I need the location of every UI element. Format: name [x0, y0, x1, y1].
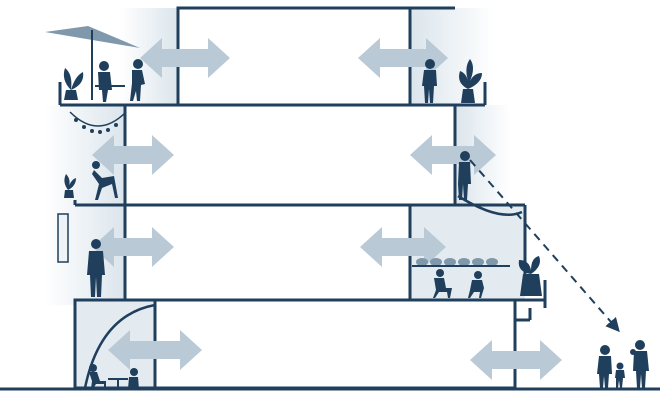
top-right-balcony — [422, 59, 482, 103]
double-headed-arrow-icon — [140, 38, 230, 78]
second-floor-figures — [64, 151, 471, 200]
person-silhouette-icon — [128, 368, 139, 389]
double-headed-arrow-icon — [92, 135, 174, 175]
person-silhouette-icon — [433, 269, 452, 298]
person-silhouette-icon — [98, 61, 112, 102]
cafe-table — [108, 378, 128, 380]
third-floor-figures — [87, 239, 542, 298]
double-headed-arrow-icon — [358, 38, 448, 78]
top-left-balcony — [45, 26, 145, 134]
person-silhouette-icon — [630, 340, 649, 388]
dashed-sightline-arrow — [469, 159, 620, 333]
person-silhouette-icon — [89, 364, 106, 389]
double-headed-arrow-icon — [470, 340, 562, 380]
person-silhouette-icon — [87, 239, 105, 297]
planter-row — [416, 258, 498, 266]
potted-plant-icon — [518, 256, 542, 296]
potted-plant-icon — [63, 68, 84, 100]
potted-plant-icon — [64, 174, 76, 198]
potted-plant-icon — [459, 59, 482, 103]
ground-floor-figures — [89, 364, 139, 389]
second-floor-room — [123, 103, 457, 207]
ground-floor-room — [153, 298, 517, 390]
person-silhouette-icon — [422, 59, 437, 103]
bunting — [69, 111, 127, 127]
family-group — [597, 340, 649, 388]
person-silhouette-icon — [597, 345, 612, 388]
double-headed-arrow-icon — [108, 330, 202, 370]
person-silhouette-icon — [615, 362, 625, 388]
ventilation-arrows — [92, 38, 562, 380]
person-silhouette-icon — [458, 151, 471, 200]
curved-glazing-ground — [83, 303, 156, 389]
person-silhouette-icon — [92, 161, 118, 200]
person-silhouette-icon — [130, 59, 145, 101]
double-headed-arrow-icon — [360, 227, 446, 267]
person-silhouette-icon — [468, 271, 484, 298]
double-headed-arrow-icon — [92, 227, 174, 267]
